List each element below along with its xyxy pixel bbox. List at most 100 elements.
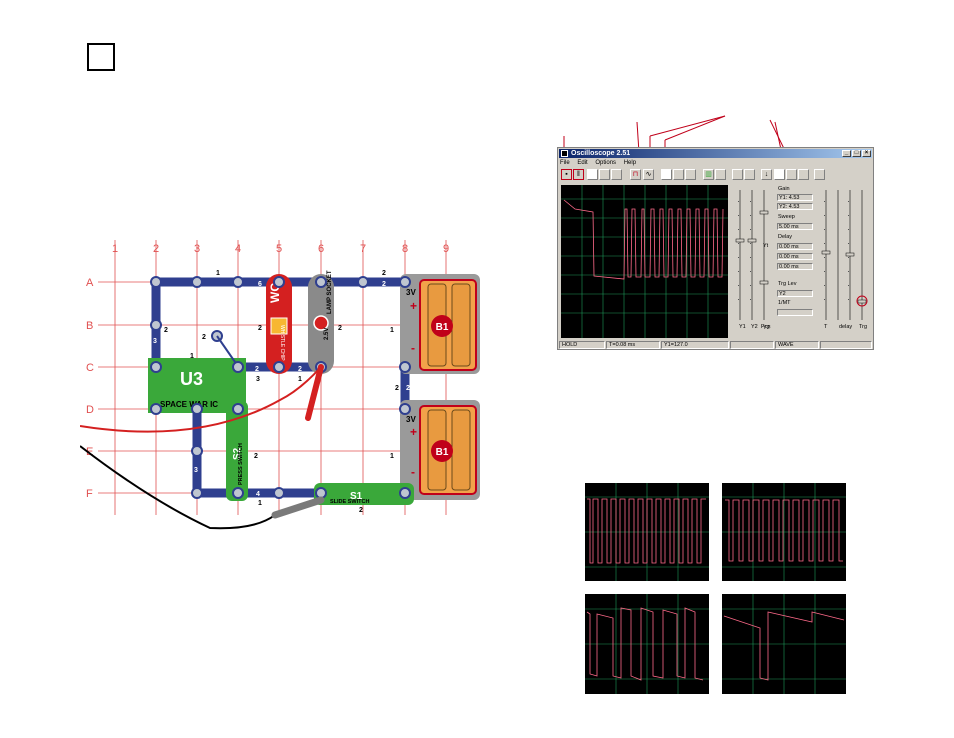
tool-button-6[interactable] [814,169,825,180]
svg-text:2: 2 [382,281,386,288]
svg-text:1: 1 [298,376,302,383]
col-label-3: 3 [194,243,200,255]
svg-text:1: 1 [390,453,394,460]
menu-options[interactable]: Options [595,160,617,166]
trigger-extra-field [777,309,813,316]
close-button[interactable]: × [862,150,871,157]
svg-text:3: 3 [153,338,157,345]
t-slider-label: T [824,324,828,330]
svg-text:2: 2 [338,325,342,332]
svg-text:2: 2 [254,453,258,460]
row-label-e: E [86,446,93,458]
lamp-socket: 2.5V LAMP SOCKET [308,270,334,374]
menu-edit[interactable]: Edit [577,160,588,166]
battery-b1-bottom: B1 3V + - [400,400,480,500]
mode-button-1[interactable] [661,169,672,180]
menu-help[interactable]: Help [623,160,637,166]
yt-label: Yt [763,243,769,249]
app-icon [561,150,568,157]
b1-label-bottom: B1 [436,447,449,458]
s1-label: S1 [350,491,363,502]
waveform-thumbnail-2 [722,483,846,581]
s2-name: PRESS SWITCH [238,443,244,485]
menu-bar: File Edit Options Help [560,159,642,167]
slider-group-left [735,190,769,320]
square-wave-icon[interactable]: ⊓ [630,169,641,180]
delay-value-3: 0.00 ms [777,263,813,270]
tool-button-4[interactable] [786,169,797,180]
y1-gain-slider[interactable] [735,238,745,243]
lamp-name: LAMP SOCKET [327,270,333,314]
slide-switch-s1: S1 SLIDE SWITCH [314,483,414,505]
pause-icon[interactable]: ‖ [573,169,584,180]
channel-button-2[interactable] [599,169,610,180]
y2-slider-label: Y2 [763,325,770,331]
col-label-7: 7 [360,243,366,255]
tool-button-5[interactable] [798,169,809,180]
status-empty [730,341,774,349]
y2-gain-slider[interactable] [747,238,757,243]
tool-button-2[interactable] [732,169,743,180]
row-label-f: F [86,488,93,500]
y2-gain-value: Y2: 4.53 [777,203,813,210]
col-label-6: 6 [318,243,324,255]
maximize-button[interactable]: □ [852,150,861,157]
wc-name: WHISTLE CHIP [279,325,285,361]
svg-text:3: 3 [194,467,198,474]
svg-text:2: 2 [164,327,168,334]
mode-button-3[interactable] [685,169,696,180]
trigger-level-label: Trg Lev [778,281,797,287]
row-label-b: B [86,320,93,332]
delay-value-1: 0.00 ms [777,243,813,250]
u3-name: SPACE WAR IC [160,400,218,409]
status-wave: WAVE [775,341,819,349]
svg-text:1: 1 [216,270,220,277]
trigger-mode-button[interactable] [774,169,785,180]
s1-name: SLIDE SWITCH [330,499,369,505]
tool-button-3[interactable] [744,169,755,180]
batt-minus-bottom: - [411,465,415,479]
row-label-a: A [86,277,94,289]
jumper-wire [216,335,236,363]
channel-button-3[interactable] [611,169,622,180]
b1-label-top: B1 [436,322,449,333]
arrow-down-icon[interactable]: ↓ [761,169,772,180]
stop-icon[interactable]: ▪ [561,169,572,180]
tool-button-1[interactable] [715,169,726,180]
press-switch-s2: S2 PRESS SWITCH [226,401,248,501]
col-label-9: 9 [443,243,449,255]
status-hold: HOLD [559,341,605,349]
minimize-button[interactable]: _ [842,150,851,157]
pos-slider-lower[interactable] [759,280,769,285]
sweep-value: 5.00 ms [777,223,813,230]
waveform-thumbnail-3 [585,594,709,694]
delay-slider[interactable] [845,252,855,257]
batt-volt-top: 3V [406,288,416,297]
info-panel: Gain Y1: 4.53 Y2: 4.53 Sweep 5.00 ms Del… [776,185,817,335]
svg-text:3: 3 [256,376,260,383]
waveform-thumbnail-1 [585,483,709,581]
wire-numbers: 1 6 2 2 2 3 2 2 2 1 1 2 2 3 1 2 2 3 2 1 … [153,270,410,514]
color-bars-icon[interactable]: ▥ [703,169,714,180]
red-alligator-clip [305,364,324,421]
col-label-1: 1 [112,243,118,255]
mode-button-2[interactable] [673,169,684,180]
trg-slider-label: Trg [859,324,868,330]
svg-text:2: 2 [382,270,386,277]
svg-text:6: 6 [258,281,262,288]
channel-button-1[interactable] [587,169,598,180]
u3-label: U3 [180,369,203,389]
menu-file[interactable]: File [560,160,570,166]
trigger-slider[interactable] [857,299,867,304]
col-label-5: 5 [276,243,282,255]
lamp-volt: 2.5V [324,328,330,340]
batt-plus-bottom: + [410,425,417,439]
time-slider[interactable] [821,250,831,255]
delay-value-2: 0.00 ms [777,253,813,260]
svg-text:2: 2 [406,385,410,392]
scope-trace [563,199,724,280]
sine-wave-icon[interactable]: ∿ [643,169,654,180]
pos-slider-upper[interactable] [759,210,769,215]
svg-text:1: 1 [390,327,394,334]
svg-text:2: 2 [202,334,206,341]
